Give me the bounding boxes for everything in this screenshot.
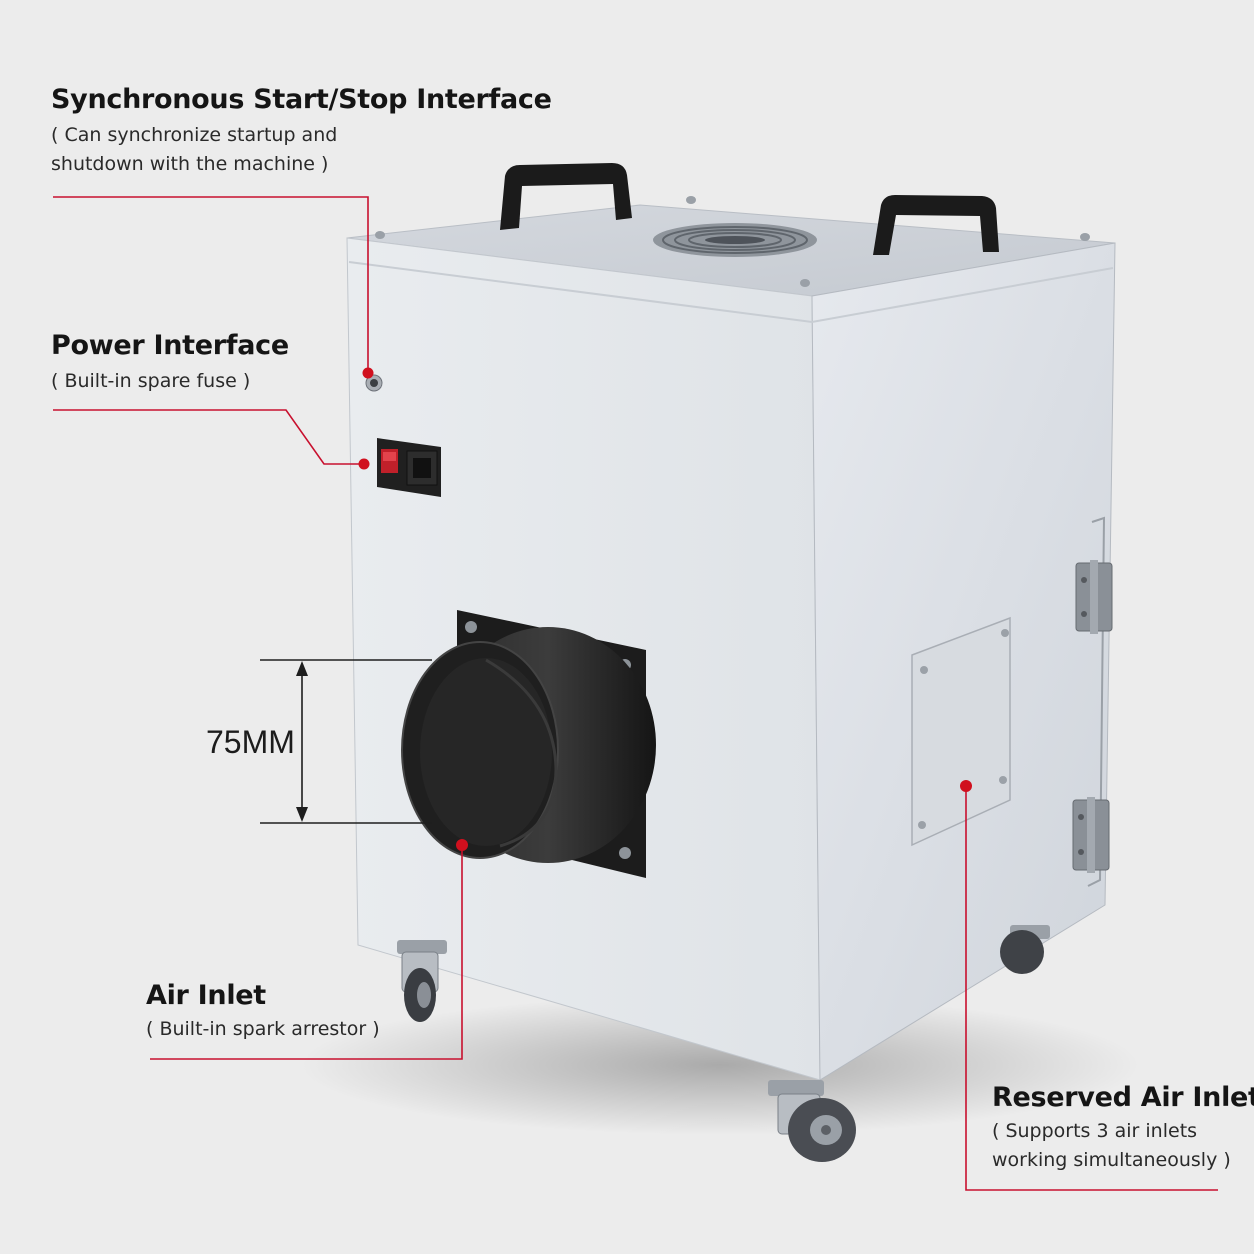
dot-power: [358, 458, 370, 470]
callout-air-inlet: Air Inlet ( Built-in spark arrestor ): [146, 980, 380, 1044]
dot-sync: [362, 367, 374, 379]
callout-power-sub1: ( Built-in spare fuse ): [51, 370, 251, 392]
air-inlet-tube: [401, 627, 656, 863]
callout-reserved-air-inlet: Reserved Air Inlet ( Supports 3 air inle…: [992, 1082, 1254, 1175]
callout-reserved-sub2: working simultaneously ): [992, 1149, 1231, 1171]
callout-sync-sub2: shutdown with the machine ): [51, 153, 329, 175]
top-bolts: [375, 196, 1090, 287]
door-seam: [1087, 516, 1106, 887]
handle-left: [500, 163, 632, 230]
callout-sync-interface: Synchronous Start/Stop Interface ( Can s…: [51, 84, 552, 179]
top-fan-grille: [653, 223, 817, 257]
callout-air-inlet-sub1: ( Built-in spark arrestor ): [146, 1018, 380, 1040]
leader-lines: [53, 196, 1218, 1191]
dot-air-inlet: [456, 839, 468, 851]
leader-reserved: [965, 786, 1218, 1191]
caster-front-right: [768, 1080, 856, 1162]
callout-sync-title: Synchronous Start/Stop Interface: [51, 84, 552, 115]
caster-front-left: [397, 940, 447, 1022]
callout-air-inlet-title: Air Inlet: [146, 980, 266, 1011]
dot-reserved: [960, 780, 972, 792]
leader-dots: [358, 367, 972, 851]
leader-sync: [53, 196, 369, 375]
sync-port: [365, 374, 383, 392]
door-hinge-top: [1075, 560, 1113, 634]
reserved-inlet-plate: [911, 616, 1011, 847]
callout-power-interface: Power Interface ( Built-in spare fuse ): [51, 330, 289, 396]
callout-reserved-title: Reserved Air Inlet: [992, 1082, 1254, 1113]
dimension-indicator: [260, 659, 432, 824]
floor-shadow: [300, 995, 1140, 1135]
leader-air-inlet: [150, 847, 463, 1060]
door-hinge-bottom: [1072, 797, 1110, 873]
handle-right: [873, 195, 999, 255]
callout-power-title: Power Interface: [51, 330, 289, 361]
power-module: [377, 438, 441, 497]
callout-sync-sub1: ( Can synchronize startup and: [51, 124, 338, 146]
callout-reserved-sub1: ( Supports 3 air inlets: [992, 1120, 1198, 1142]
dimension-label: 75MM: [206, 724, 295, 760]
caster-back-right: [1000, 925, 1050, 974]
leader-power: [53, 409, 362, 465]
